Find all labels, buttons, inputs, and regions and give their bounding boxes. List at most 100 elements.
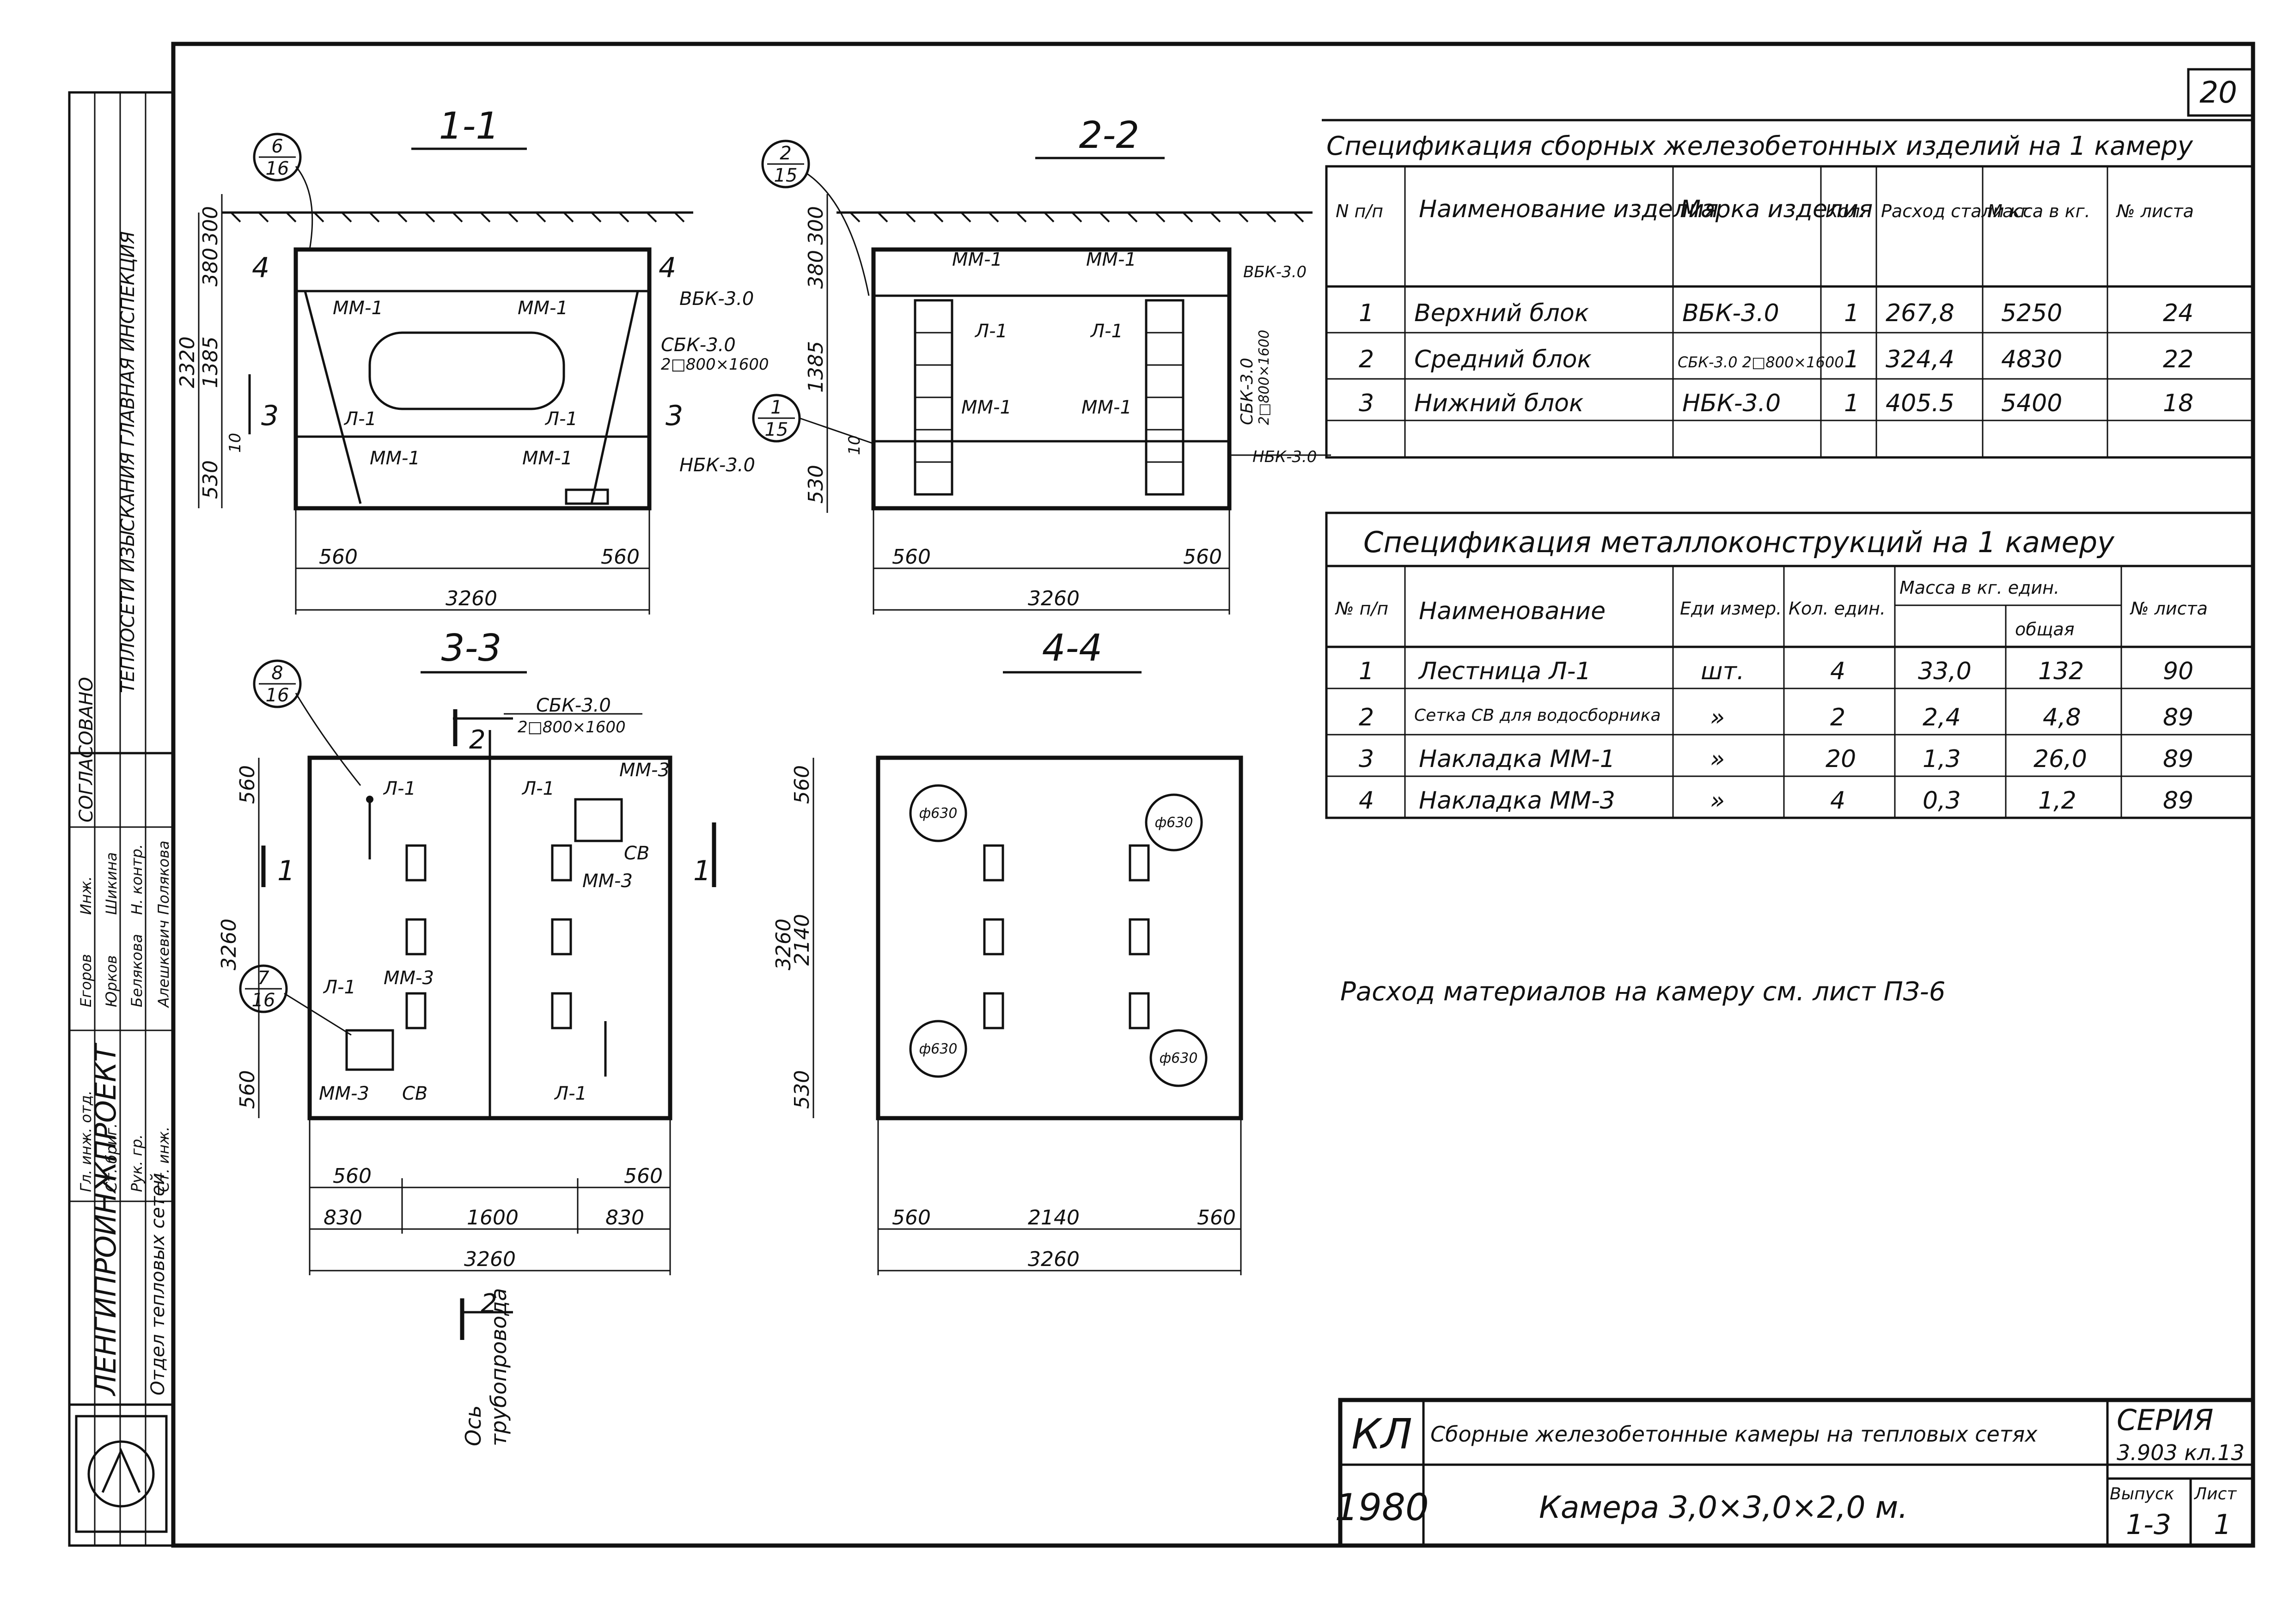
s33-callout2-top: 7 — [257, 968, 269, 989]
spec2-r2-total: 4,8 — [2043, 704, 2081, 731]
s22-dim-3260: 3260 — [1028, 587, 1080, 610]
s11-sbk-sub: 2□800×1600 — [661, 355, 769, 374]
s11-cut4-right: 4 — [659, 252, 676, 284]
spec1-r2-n: 2 — [1359, 346, 1374, 373]
s33-cut1-left: 1 — [277, 855, 295, 887]
s11-cut3-right: 3 — [666, 400, 683, 432]
spec2-r3-unit: » — [1710, 745, 1725, 773]
spec2-title: Спецификация металлоконструкций на 1 кам… — [1363, 525, 2115, 559]
s44-dim-560: 560 — [790, 765, 814, 804]
spec1-h-qty: Кол. — [1826, 201, 1866, 221]
s33-cut2-top: 2 — [469, 725, 486, 755]
stamp-row-4-role: Ст. инж. — [155, 1126, 172, 1192]
s44-dim-560-b: 560 — [1197, 1206, 1236, 1230]
s33-callout-bottom: 16 — [266, 685, 289, 706]
spec2-r2-sheet: 89 — [2163, 704, 2193, 731]
spec2-h-unit: Еди измер. — [1680, 598, 1782, 619]
section-3-3: 3-3 Л-1 Л-1 ММ-3 СВ ММ-3 Л-1 ММ-3 ММ-3 С… — [217, 627, 716, 1446]
spec1-r1-sheet: 24 — [2163, 299, 2193, 327]
s22-dim-10: 10 — [845, 435, 864, 455]
s22-dim-380: 380 — [804, 250, 828, 289]
materials-note: Расход материалов на камеру см. лист ПЗ-… — [1340, 977, 1946, 1007]
tb-series: 3.903 кл.13 — [2117, 1440, 2245, 1465]
spec1-title: Спецификация сборных железобетонных изде… — [1326, 131, 2193, 161]
spec2-h-qty: Кол. един. — [1789, 598, 1886, 619]
spec2-h-sheet: № листа — [2130, 598, 2208, 619]
s44-d630-c: ф630 — [919, 1041, 958, 1057]
s22-sbk-sub: 2□800×1600 — [1256, 330, 1272, 425]
s22-mm1-c: ММ-1 — [961, 397, 1012, 418]
spec2-r3-sheet: 89 — [2163, 745, 2193, 773]
s44-dim-3260-v: 3260 — [772, 919, 795, 970]
spec1-r2-qty: 1 — [1844, 346, 1859, 373]
s22-l1-b: Л-1 — [1090, 321, 1123, 342]
spec1-r1-mass: 5250 — [2001, 299, 2062, 327]
tb-year: 1980 — [1335, 1486, 1429, 1529]
stamp-row-3-role: Рук. гр. — [128, 1134, 146, 1192]
s22-l1-a: Л-1 — [974, 321, 1008, 342]
spec1-r3-n: 3 — [1359, 390, 1374, 417]
s22-dim-300: 300 — [804, 206, 828, 245]
s44-d630-d: ф630 — [1160, 1050, 1198, 1066]
spec2-h-n: № п/п — [1335, 598, 1388, 619]
stamp-row-3-name: Белякова — [128, 934, 146, 1007]
section-3-3-title: 3-3 — [441, 627, 502, 670]
spec2-r2-name: Сетка СВ для водосборника — [1414, 706, 1661, 725]
axis-label-1: Ось — [461, 1405, 486, 1446]
s44-dim-530: 530 — [790, 1070, 814, 1109]
s11-sbk: СБК-3.0 — [661, 335, 736, 356]
spec1-h-n: N п/п — [1336, 201, 1383, 221]
tb-code: КЛ — [1351, 1410, 1412, 1459]
spec2-r2-unit: » — [1710, 704, 1725, 731]
sheet-number: 20 — [2199, 76, 2237, 110]
spec1-r2-name: Средний блок — [1414, 346, 1592, 373]
stamp-row-5-name: Шикина — [103, 852, 120, 915]
s22-nbk: НБК-3.0 — [1252, 448, 1317, 466]
s11-nbk: НБК-3.0 — [679, 455, 755, 476]
tb-sheet-label: Лист — [2193, 1485, 2237, 1504]
s11-callout-bottom: 16 — [266, 158, 289, 179]
s33-mm3-d: ММ-3 — [319, 1083, 369, 1104]
spec-table-metal: Спецификация металлоконструкций на 1 кам… — [1325, 511, 2254, 819]
tb-project: Сборные железобетонные камеры на тепловы… — [1430, 1422, 2038, 1447]
s11-l1-a: Л-1 — [343, 408, 377, 430]
s33-dim-560-a: 560 — [333, 1164, 372, 1188]
stamp-dept: Отдел тепловых сетей — [147, 1173, 169, 1395]
s22-callout-top: 2 — [780, 143, 791, 164]
spec1-h-name: Наименование изделия — [1419, 195, 1718, 223]
spec2-r3-n: 3 — [1359, 745, 1374, 773]
axis-label-2: трубопровода — [486, 1288, 511, 1446]
stamp-logo — [75, 1415, 168, 1533]
spec1-r3-steel: 405.5 — [1886, 390, 1954, 417]
s44-dim-560-a: 560 — [892, 1206, 931, 1230]
spec1-r2-mark: СБК-3.0 2□800×1600 — [1678, 353, 1844, 371]
s33-dim-560-top: 560 — [236, 765, 259, 804]
left-stamp: ТЕПЛОСЕТИ ИЗЫСКАНИЯ ГЛАВНАЯ ИНСПЕКЦИЯ СО… — [68, 91, 175, 1547]
title-block: КЛ 1980 Сборные железобетонные камеры на… — [1335, 1398, 2255, 1548]
spec1-r2-steel: 324,4 — [1886, 346, 1954, 373]
s33-sbk: СБК-3.0 — [536, 695, 611, 716]
spec2-r2-qty: 2 — [1830, 704, 1845, 731]
spec2-r4-name: Накладка ММ-3 — [1419, 787, 1615, 815]
s33-dim-830-b: 830 — [605, 1206, 644, 1230]
sheet-number-box — [2187, 68, 2254, 117]
stamp-row-1-role: Гл. инж. отд. — [77, 1090, 95, 1192]
stamp-row-6-name: Полякова — [155, 840, 172, 915]
s44-dim-2140-v: 2140 — [790, 914, 814, 966]
spec2-r1-unit: шт. — [1701, 657, 1744, 685]
spec2-h-name: Наименование — [1419, 597, 1606, 625]
s11-vbk: ВБК-3.0 — [679, 288, 754, 310]
stamp-row-4-name: Алешкевич — [155, 920, 172, 1008]
spec2-r2-n: 2 — [1359, 704, 1374, 731]
tb-series-label: СЕРИЯ — [2117, 1403, 2213, 1437]
s11-cut4-left: 4 — [252, 252, 269, 284]
s33-callout-top: 8 — [271, 663, 283, 684]
s33-dim-3260-v: 3260 — [217, 919, 241, 970]
section-4-4-title: 4-4 — [1042, 627, 1103, 670]
spec1-r3-name: Нижний блок — [1414, 390, 1584, 417]
s11-mm1-c: ММ-1 — [370, 448, 420, 469]
spec2-r4-sheet: 89 — [2163, 787, 2193, 815]
section-4-4: 4-4 ф630 ф630 ф630 ф630 560 3260 2140 53… — [772, 627, 1243, 1275]
spec1-h-sheet: № листа — [2116, 201, 2194, 221]
